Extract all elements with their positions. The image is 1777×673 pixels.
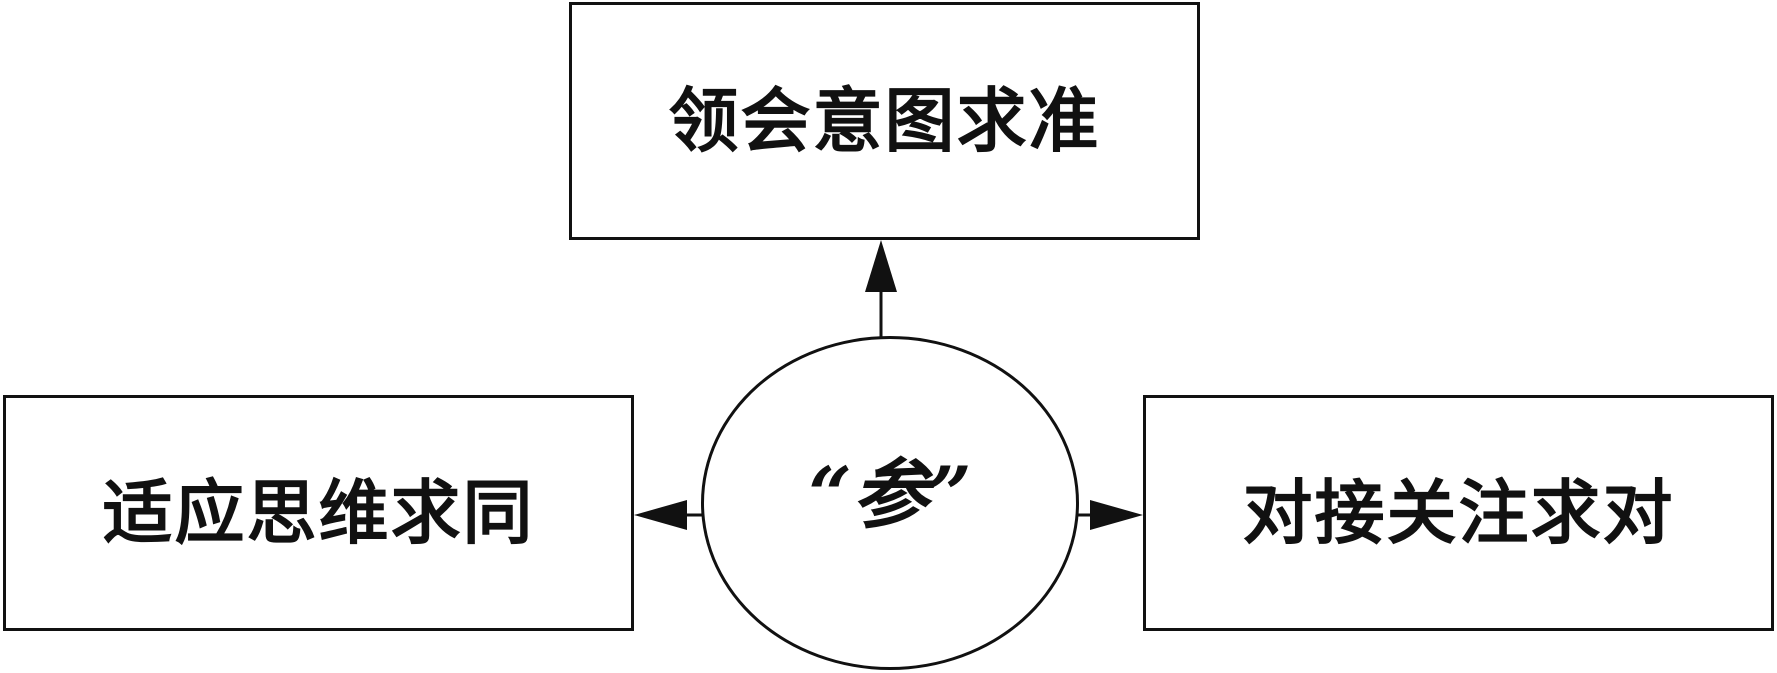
top-box: 领会意图求准 <box>569 2 1200 240</box>
right-box: 对接关注求对 <box>1143 395 1774 631</box>
center-label: “参” <box>808 450 972 539</box>
arrow-up-head <box>865 240 897 292</box>
right-box-label: 对接关注求对 <box>1242 471 1675 554</box>
arrow-left-head <box>634 500 687 530</box>
center-ellipse: “参” <box>701 336 1079 670</box>
left-box-label: 适应思维求同 <box>102 471 535 554</box>
arrow-right-head <box>1090 500 1143 530</box>
top-box-label: 领会意图求准 <box>668 79 1101 162</box>
left-box: 适应思维求同 <box>3 395 634 631</box>
